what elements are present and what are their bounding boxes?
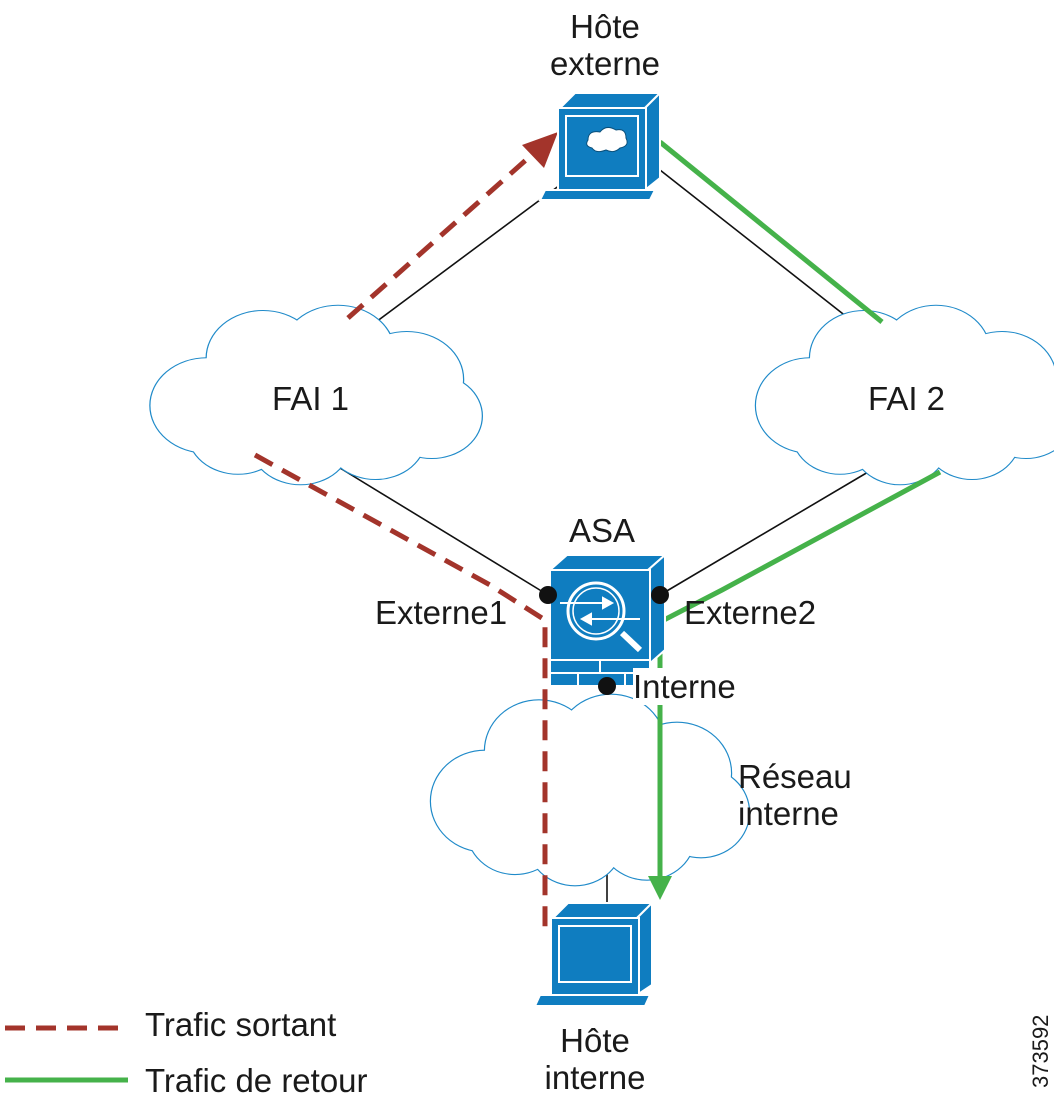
interface-dot-inside	[598, 677, 616, 695]
interface-dots	[539, 586, 669, 695]
internal-network-label: Réseau interne	[738, 758, 852, 832]
outgoing-arrowhead	[522, 132, 558, 168]
outside2-label: Externe2	[684, 594, 817, 631]
isp1-label: FAI 1	[272, 380, 350, 417]
return-arrowhead	[648, 876, 672, 900]
link-isp1-asa	[339, 467, 549, 596]
link-host-isp1	[371, 184, 561, 326]
link-isp2-asa	[659, 461, 886, 596]
isp2-label: FAI 2	[868, 380, 946, 417]
link-host-isp2	[659, 169, 867, 333]
outside1-label: Externe1	[375, 594, 508, 631]
firewall-icon	[547, 552, 668, 687]
external-host-label-line1: Hôte	[570, 8, 640, 45]
interface-dot-outside2	[651, 586, 669, 604]
internal-host-label: Hôte interne	[535, 1022, 655, 1096]
workstation-cloud-icon	[538, 90, 663, 201]
internal-host-label-line2: interne	[544, 1059, 646, 1096]
external-host-label-line2: externe	[549, 45, 661, 82]
legend-label-outgoing: Trafic sortant	[145, 1006, 337, 1043]
legend-label-return: Trafic de retour	[145, 1062, 368, 1099]
interface-dot-outside1	[539, 586, 557, 604]
figure-number: 373592	[1028, 1014, 1053, 1088]
workstation-icon	[533, 900, 655, 1007]
outgoing-traffic-path	[253, 150, 548, 935]
cloud-icon-internal	[429, 693, 751, 887]
asa-label: ASA	[569, 512, 636, 549]
external-host-label: Hôte externe	[545, 8, 665, 82]
internal-host-label-line1: Hôte	[560, 1022, 630, 1059]
internal-network-label-line1: Réseau	[738, 758, 852, 795]
inside-label: Interne	[633, 668, 736, 705]
internal-network-label-line2: interne	[738, 795, 839, 832]
return-traffic-path	[657, 140, 942, 880]
